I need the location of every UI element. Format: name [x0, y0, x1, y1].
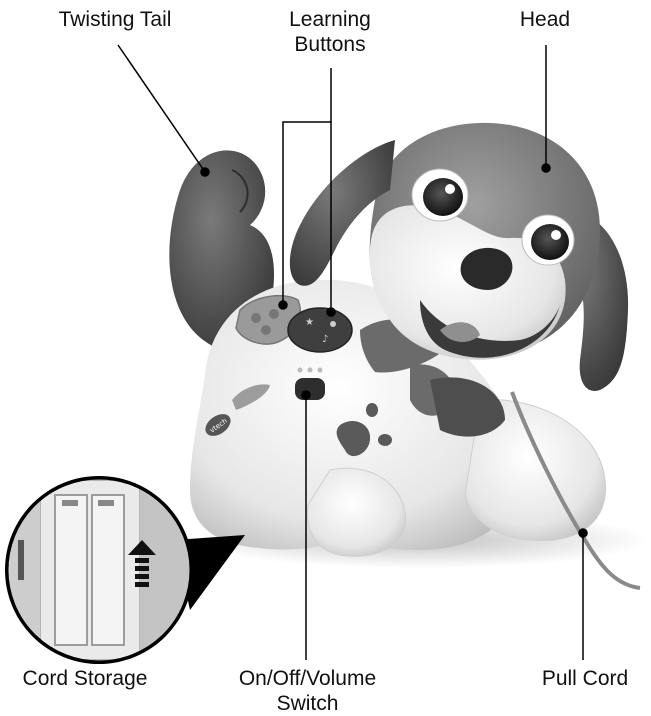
left-eye	[423, 178, 463, 216]
cord-storage-label: Cord Storage	[0, 666, 170, 691]
svg-text:★: ★	[305, 317, 314, 328]
head-label: Head	[495, 7, 595, 32]
compartment-slot-right	[92, 495, 124, 645]
pull-cord-label: Pull Cord	[525, 666, 645, 691]
svg-text:♪: ♪	[322, 334, 328, 345]
right-eye	[531, 224, 569, 260]
twisting-tail-label: Twisting Tail	[30, 7, 200, 32]
twisting-tail-leader	[118, 45, 205, 172]
head	[370, 123, 600, 360]
compartment-slot-left	[55, 495, 87, 645]
learning-button-right	[288, 308, 352, 352]
on-off-volume-switch-label: On/Off/Volume Switch	[215, 666, 400, 716]
learning-buttons-label: Learning Buttons	[255, 7, 405, 57]
